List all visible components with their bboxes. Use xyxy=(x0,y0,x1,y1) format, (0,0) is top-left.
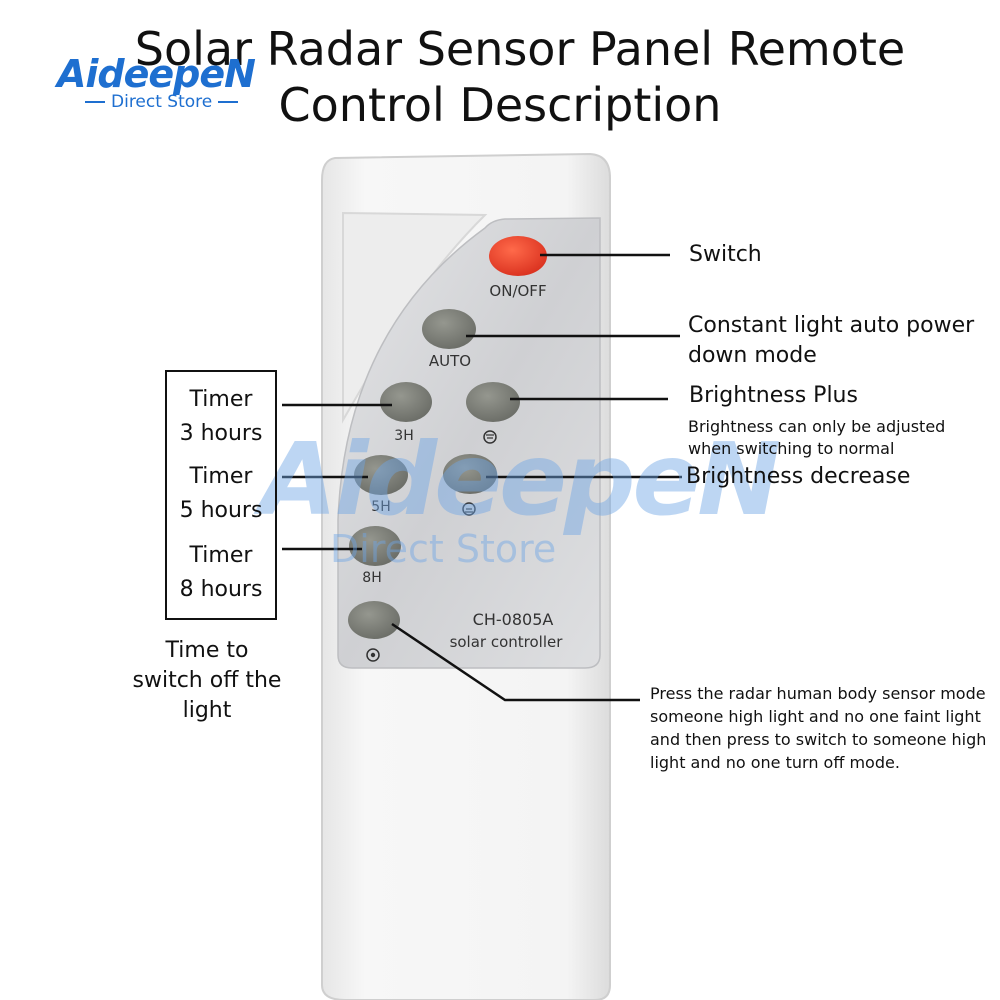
brightness-plus-button xyxy=(466,382,520,422)
title-line-2: Control Description xyxy=(278,78,722,132)
time-off-caption: Time to switch off the light xyxy=(112,636,302,726)
label-brightness-decrease: Brightness decrease xyxy=(686,464,911,489)
auto-button xyxy=(422,309,476,349)
timer-8h-button xyxy=(349,526,401,566)
time-off-line3: light xyxy=(182,698,232,723)
timer-box xyxy=(165,370,277,620)
on-off-caption: ON/OFF xyxy=(489,282,546,300)
timer-8h-caption: 8H xyxy=(362,570,381,586)
label-constant-line2: down mode xyxy=(688,343,817,368)
on-off-button xyxy=(489,236,547,276)
label-constant-line1: Constant light auto power xyxy=(688,313,975,338)
timer-3h-title: Timer xyxy=(189,387,253,412)
timer-5h-caption: 5H xyxy=(371,499,390,515)
logo-word: AideepeN xyxy=(57,52,256,96)
time-off-line2: switch off the xyxy=(132,668,282,693)
timer-3h-hours: 3 hours xyxy=(179,421,263,446)
timer-5h-title: Timer xyxy=(189,464,253,489)
timer-5h-button xyxy=(354,455,408,495)
timer-5h-label: Timer 5 hours xyxy=(162,460,280,528)
radar-mode-button xyxy=(348,601,400,639)
timer-3h-label: Timer 3 hours xyxy=(162,383,280,451)
title-line-1: Solar Radar Sensor Panel Remote xyxy=(134,22,906,76)
label-brightness-note-line1: Brightness can only be adjusted xyxy=(688,417,946,436)
brightness-plus-icon xyxy=(483,430,497,444)
auto-caption: AUTO xyxy=(429,352,471,370)
timer-8h-title: Timer xyxy=(189,543,253,568)
radar-icon xyxy=(366,648,380,662)
radar-description: Press the radar human body sensor mode s… xyxy=(650,684,987,772)
timer-3h-caption: 3H xyxy=(394,428,413,444)
leader-radar xyxy=(391,622,640,702)
brightness-decrease-icon xyxy=(462,502,476,516)
model-subtitle: solar controller xyxy=(450,633,564,651)
timer-8h-hours: 8 hours xyxy=(179,577,263,602)
time-off-line1: Time to xyxy=(165,638,249,663)
brightness-decrease-button xyxy=(443,454,497,494)
timer-5h-hours: 5 hours xyxy=(179,498,263,523)
silver-panel xyxy=(337,217,601,669)
timer-3h-button xyxy=(380,382,432,422)
logo-subtitle: Direct Store xyxy=(79,92,244,112)
label-switch: Switch xyxy=(689,242,762,267)
model-name: CH-0805A xyxy=(473,610,554,629)
label-brightness-plus: Brightness Plus xyxy=(689,383,858,408)
timer-8h-label: Timer 8 hours xyxy=(162,539,280,607)
label-brightness-note-line2: when switching to normal xyxy=(688,439,895,458)
brand-logo: AideepeN Direct Store xyxy=(55,52,285,122)
